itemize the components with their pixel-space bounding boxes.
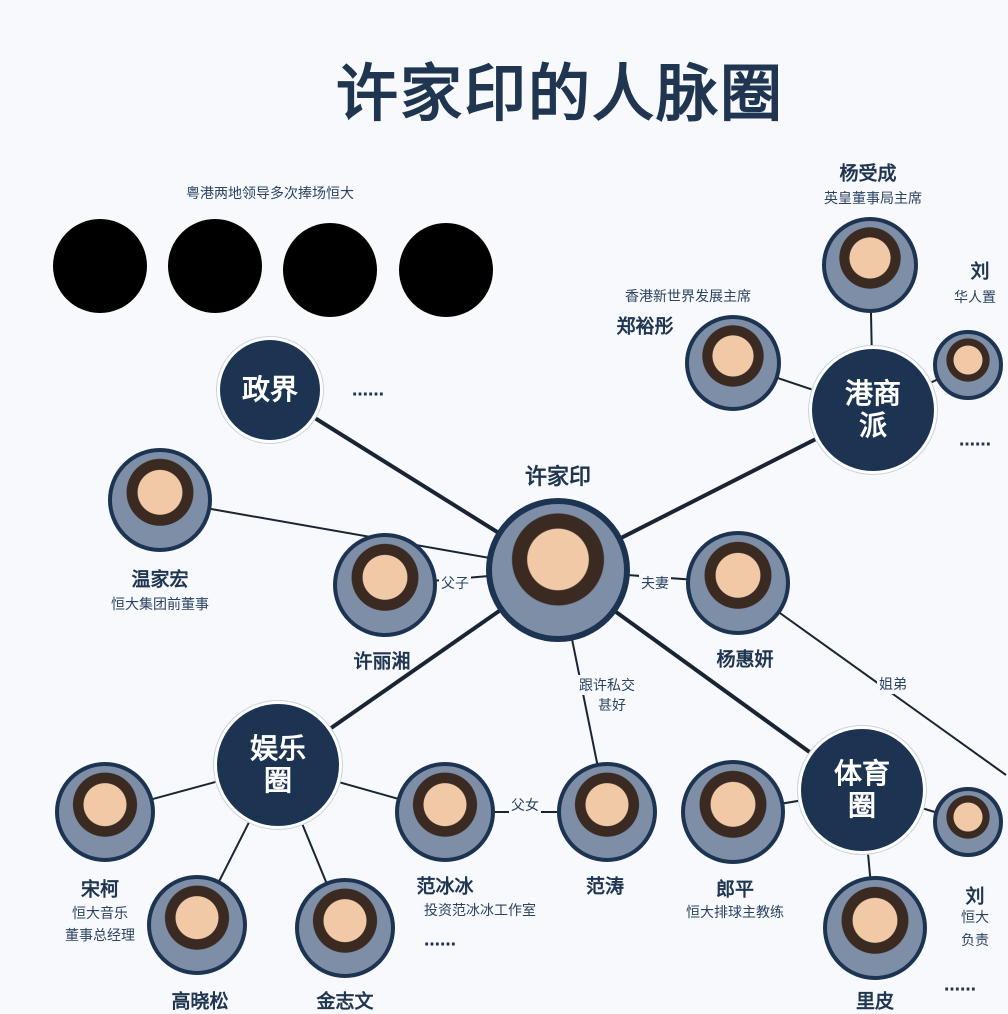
hub-entertainment: 娱乐圈 bbox=[217, 704, 339, 826]
photo-gao-xiaosong bbox=[147, 875, 247, 975]
photo-jin-zhiwen bbox=[295, 878, 395, 978]
person-name: 金志文 bbox=[316, 990, 374, 1013]
photo-wen bbox=[108, 448, 212, 552]
person-title: 负责 bbox=[961, 933, 989, 949]
hub-label: 圈 bbox=[847, 789, 876, 822]
hub-politics: 政界 bbox=[220, 340, 320, 440]
edge-yang_huiyan-edge_right bbox=[737, 582, 1007, 776]
ellipsis: …… bbox=[944, 975, 976, 995]
person-name: 刘 bbox=[970, 260, 990, 283]
center-photo bbox=[486, 498, 630, 642]
person-name: 范冰冰 bbox=[416, 875, 474, 898]
person-title: 香港新世界发展主席 bbox=[625, 289, 751, 305]
relation-label: 父子 bbox=[439, 573, 471, 593]
redacted-photo bbox=[168, 219, 262, 313]
person-title: 华人置 bbox=[954, 290, 996, 306]
relation-label: 夫妻 bbox=[639, 573, 671, 593]
person-name: 杨受成 bbox=[839, 162, 897, 185]
center-name: 许家印 bbox=[524, 465, 592, 490]
photo-liu-sport bbox=[933, 787, 1003, 857]
ellipsis: …… bbox=[424, 930, 456, 950]
person-name: 郑裕彤 bbox=[616, 315, 674, 338]
photo-fan-bingbing bbox=[395, 762, 495, 862]
person-name: 里皮 bbox=[855, 990, 895, 1013]
photo-lippi bbox=[823, 876, 927, 980]
person-title: 投资范冰冰工作室 bbox=[424, 903, 536, 919]
photo-fan-tao bbox=[557, 762, 657, 862]
hub-label: 娱乐 bbox=[249, 731, 306, 765]
hub-label: 港商 bbox=[844, 376, 901, 410]
hub-hk-business: 港商派 bbox=[812, 349, 934, 471]
person-title: 恒大排球主教练 bbox=[686, 905, 784, 921]
person-title: 恒大音乐 bbox=[72, 906, 128, 922]
person-title: 恒大 bbox=[961, 910, 989, 926]
photo-lang-ping bbox=[681, 760, 785, 864]
redacted-photo bbox=[53, 219, 147, 313]
page-title: 许家印的人脉圈 bbox=[335, 57, 785, 130]
relation-label: 跟许私交 bbox=[577, 675, 637, 695]
photo-xu-daughter bbox=[333, 533, 437, 637]
photo-yang-huiyan bbox=[686, 531, 790, 635]
person-name: 许丽湘 bbox=[353, 650, 411, 673]
person-name: 杨惠妍 bbox=[716, 648, 774, 671]
person-name: 郎平 bbox=[715, 878, 755, 901]
relation-label: 甚好 bbox=[596, 695, 628, 715]
ellipsis: …… bbox=[352, 380, 384, 400]
photo-song-ke bbox=[55, 762, 155, 862]
person-name: 刘 bbox=[965, 885, 985, 908]
person-title: 董事总经理 bbox=[65, 928, 135, 944]
ellipsis: …… bbox=[959, 430, 991, 450]
hub-label: 体育 bbox=[833, 756, 890, 790]
gov-caption: 粤港两地领导多次捧场恒大 bbox=[186, 186, 354, 202]
photo-zheng-yutong bbox=[685, 315, 781, 411]
redacted-photo bbox=[283, 223, 377, 317]
person-name: 范涛 bbox=[585, 875, 625, 898]
hub-label: 圈 bbox=[263, 764, 292, 797]
hub-label: 派 bbox=[858, 409, 887, 442]
person-title: 英皇董事局主席 bbox=[824, 191, 922, 207]
hub-sports: 体育圈 bbox=[801, 729, 923, 851]
person-name: 高晓松 bbox=[171, 990, 229, 1013]
relation-label: 父女 bbox=[509, 795, 541, 815]
relation-label: 姐弟 bbox=[877, 674, 909, 694]
photo-yang-shoucheng bbox=[822, 217, 918, 313]
person-name: 宋柯 bbox=[80, 878, 120, 901]
person-name: 温家宏 bbox=[131, 568, 189, 591]
photo-liu-hk bbox=[933, 330, 1003, 400]
hub-label: 政界 bbox=[241, 372, 298, 406]
person-title: 恒大集团前董事 bbox=[111, 597, 209, 613]
redacted-photo bbox=[399, 223, 493, 317]
